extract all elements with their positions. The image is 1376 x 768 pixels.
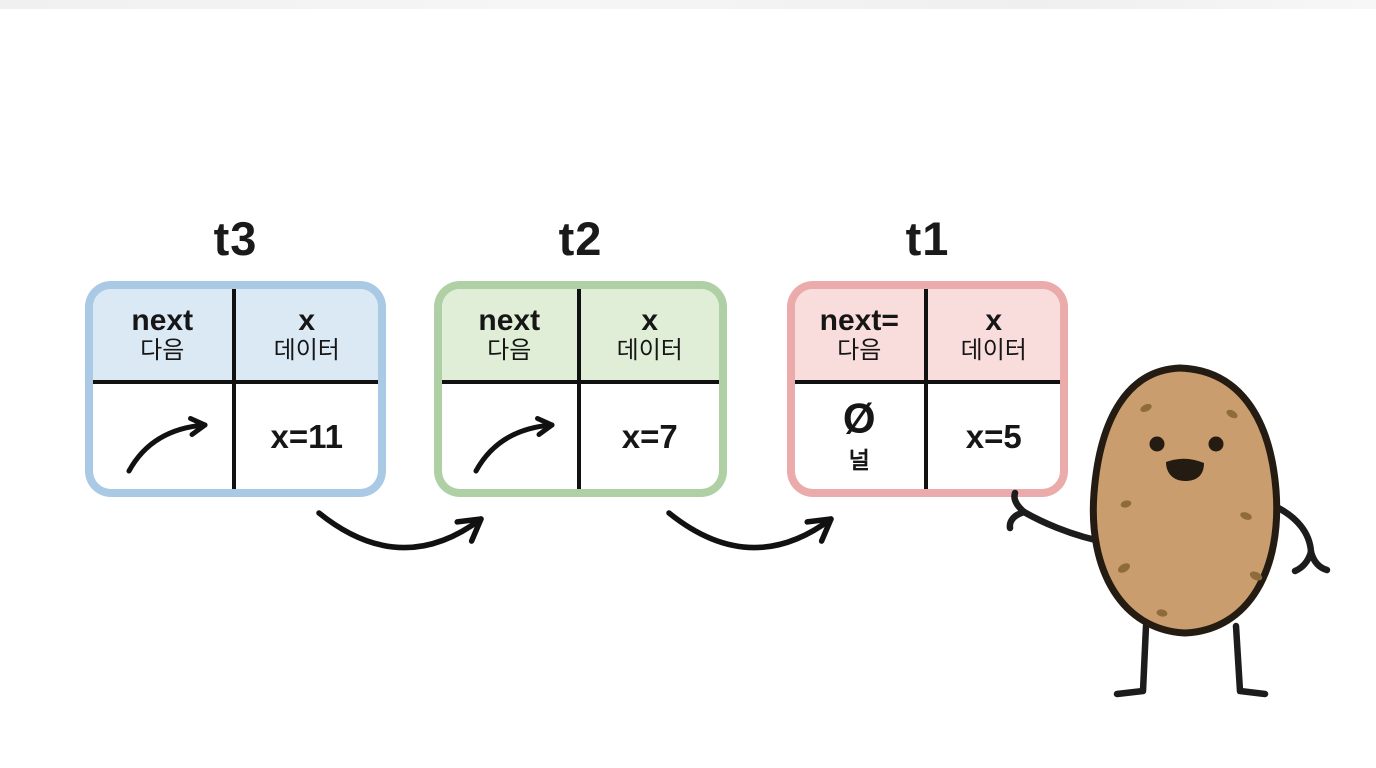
node-t2: t2 next 다음 x 데이터 x=7 xyxy=(434,215,727,497)
node-t3-box: next 다음 x 데이터 x=11 xyxy=(85,281,386,497)
potato-body xyxy=(1089,364,1281,637)
next-label: next xyxy=(131,303,194,337)
potato-right-eye xyxy=(1208,436,1224,452)
potato-face xyxy=(1149,436,1224,481)
potato-legs xyxy=(1113,622,1269,698)
node-t2-data-header-cell: x 데이터 xyxy=(580,289,719,384)
link-arrow-t2-to-t1-icon xyxy=(666,510,834,551)
node-t1-title: t1 xyxy=(905,212,950,265)
node-t1-next-header-cell: next= 다음 xyxy=(795,289,928,384)
node-t1: t1 next= 다음 x 데이터 Ø 널 x=5 xyxy=(787,215,1068,497)
data-label: x xyxy=(641,303,659,337)
next-sublabel-korean: 다음 xyxy=(837,337,882,365)
data-value: x=11 xyxy=(270,417,343,455)
data-sublabel-korean: 데이터 xyxy=(960,337,1027,365)
node-t3-next-header-cell: next 다음 xyxy=(93,289,236,384)
node-t3-data-header-cell: x 데이터 xyxy=(235,289,378,384)
node-t3-data-value-cell: x=11 xyxy=(236,384,379,489)
next-label: next xyxy=(478,303,541,337)
node-t3: t3 next 다음 x 데이터 x=11 xyxy=(85,215,386,497)
data-sublabel-korean: 데이터 xyxy=(616,337,683,365)
node-t3-next-value-cell xyxy=(93,384,236,489)
node-t2-next-header-cell: next 다음 xyxy=(442,289,581,384)
next-sublabel-korean: 다음 xyxy=(140,337,185,365)
data-label: x xyxy=(985,303,1003,337)
next-label: next= xyxy=(819,303,899,337)
potato-spots xyxy=(1118,403,1263,617)
node-t3-title: t3 xyxy=(213,212,258,265)
next-pointer-arrow-icon xyxy=(126,415,208,473)
potato-mascot xyxy=(1006,364,1331,698)
node-t2-title: t2 xyxy=(558,212,603,265)
data-label: x xyxy=(298,303,316,337)
potato-mouth xyxy=(1166,458,1204,481)
data-value: x=5 xyxy=(965,417,1022,455)
node-t1-data-header-cell: x 데이터 xyxy=(927,289,1060,384)
next-sublabel-korean: 다음 xyxy=(487,337,532,365)
node-t2-box: next 다음 x 데이터 x=7 xyxy=(434,281,727,497)
node-t2-next-value-cell xyxy=(442,384,581,489)
null-symbol: Ø xyxy=(842,395,876,442)
data-sublabel-korean: 데이터 xyxy=(273,337,340,365)
node-t1-data-value-cell: x=5 xyxy=(928,384,1061,489)
potato-left-eye xyxy=(1149,436,1165,452)
null-sublabel-korean: 널 xyxy=(848,447,870,473)
link-arrow-t3-to-t2-icon xyxy=(316,510,484,551)
data-value: x=7 xyxy=(621,417,678,455)
node-t1-box: next= 다음 x 데이터 Ø 널 x=5 xyxy=(787,281,1068,497)
next-pointer-arrow-icon xyxy=(473,415,555,473)
top-scan-band xyxy=(0,0,1376,9)
node-t1-next-value-cell: Ø 널 xyxy=(795,384,928,489)
node-t2-data-value-cell: x=7 xyxy=(581,384,720,489)
